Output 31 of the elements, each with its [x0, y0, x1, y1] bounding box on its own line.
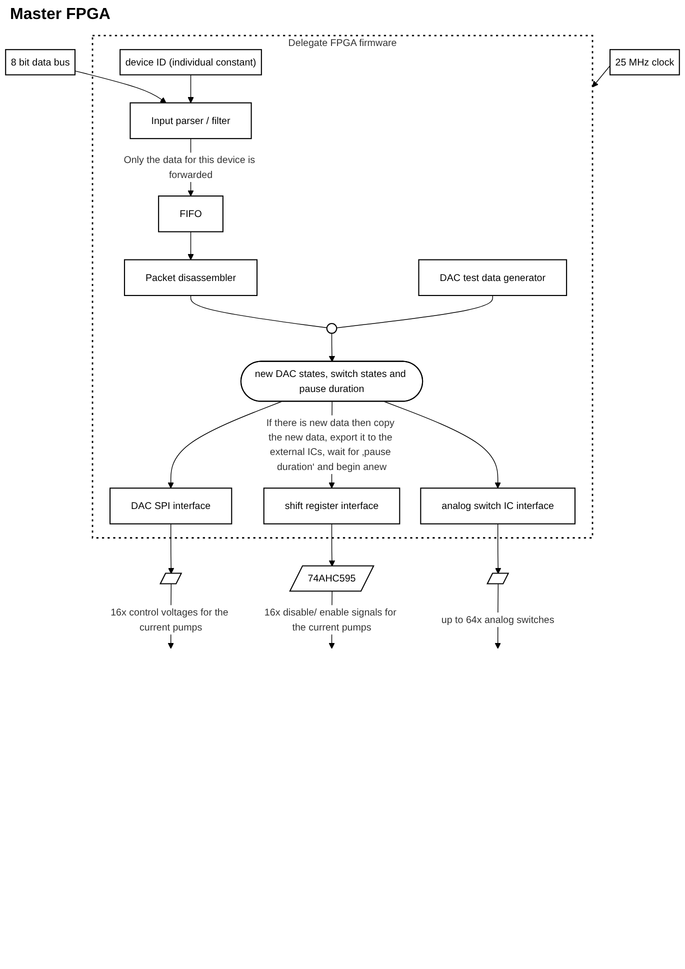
- node-switch: [326, 322, 338, 334]
- arrow: [188, 231, 194, 260]
- arrow: [168, 401, 282, 488]
- connector: [336, 295, 493, 328]
- node-box: device ID (individual constant): [120, 49, 262, 76]
- node-box: analog switch IC interface: [420, 488, 576, 524]
- edge-label: If there is new data then copy the new data, export it to the external ICs, wait for ‚pause duration‘ and begin anew: [266, 416, 394, 472]
- side-label: Master FPGA: [10, 6, 112, 24]
- node-box: Input parser / filter: [130, 102, 252, 140]
- arrow: [592, 65, 610, 88]
- node-box: DAC SPI interface: [110, 488, 232, 524]
- edge-label: Only the data for this device is forwarded: [124, 154, 256, 180]
- node-box: 25 MHz clock: [610, 49, 680, 76]
- node-box: shift register interface: [263, 488, 400, 524]
- node-parallelogram: [159, 572, 182, 584]
- arrow: [384, 401, 501, 488]
- node-box: 8 bit data bus: [5, 49, 76, 76]
- arrow: [328, 524, 336, 567]
- arrow: [188, 74, 194, 104]
- node-box: FIFO: [158, 196, 224, 232]
- node-box: DAC test data generator: [418, 259, 568, 296]
- arrow: [74, 70, 166, 104]
- edge-label: 16x disable/ enable signals for the current pumps: [264, 606, 396, 632]
- edge-label: 16x control voltages for the current pumps: [110, 606, 228, 632]
- edge-label: up to 64x analog switches: [441, 614, 554, 626]
- connector: [190, 295, 328, 328]
- node-box: Packet disassembler: [124, 259, 258, 296]
- node-parallelogram: [486, 572, 510, 584]
- arrow: [168, 524, 174, 574]
- arrow: [328, 332, 336, 362]
- arrow: [495, 524, 502, 574]
